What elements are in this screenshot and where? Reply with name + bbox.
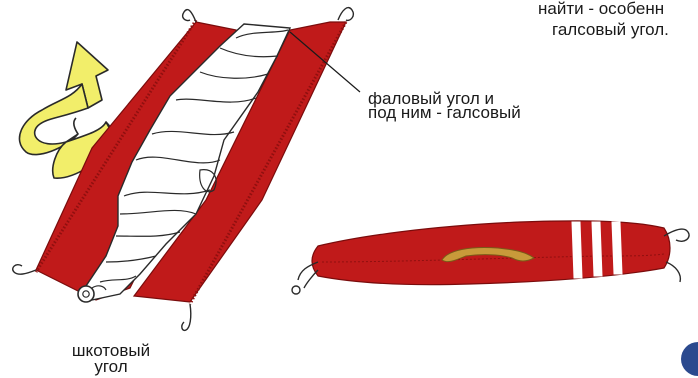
- closed-sail-bag: [292, 221, 689, 294]
- top-note-line-2: галсовый угол.: [552, 21, 669, 38]
- clew-label-line-2: угол: [46, 358, 176, 375]
- page-corner-badge: [681, 342, 698, 376]
- head-label-line-2: под ним - галсовый: [368, 104, 521, 121]
- top-note-line-1: найти - особенн: [538, 0, 664, 17]
- bag-white-bands: [572, 222, 622, 278]
